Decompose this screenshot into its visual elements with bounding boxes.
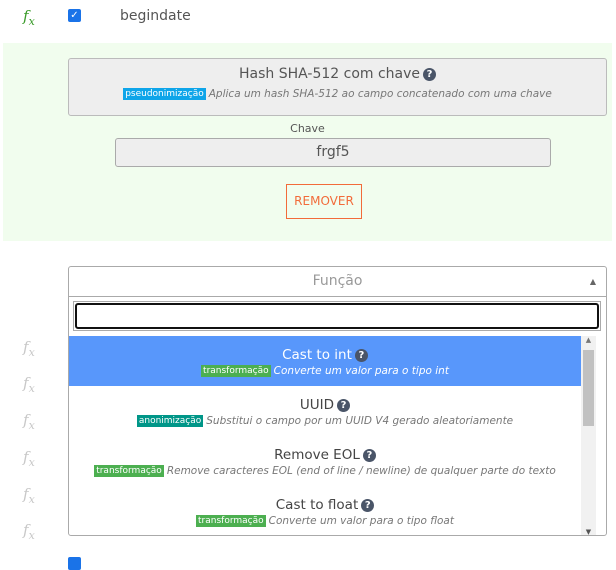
key-input[interactable]: frgf5 xyxy=(115,138,551,167)
scroll-up-icon[interactable]: ▲ xyxy=(585,336,592,344)
transform-title: Hash SHA-512 com chave xyxy=(238,66,421,82)
option-description: Remove caracteres EOL (end of line / new… xyxy=(166,465,556,477)
option-description: Converte um valor para o tipo int xyxy=(273,365,449,377)
option-title: Remove EOL xyxy=(274,447,360,463)
fx-icon[interactable]: fx xyxy=(23,521,35,542)
field-name: begindate xyxy=(120,8,191,24)
scrollbar[interactable]: ▲ ▼ xyxy=(581,336,596,536)
select-placeholder: Função xyxy=(312,273,363,289)
fx-icon[interactable]: fx xyxy=(23,7,35,28)
option-title: UUID xyxy=(299,397,335,413)
help-icon[interactable]: ? xyxy=(361,499,375,512)
scroll-down-icon[interactable]: ▼ xyxy=(585,528,592,536)
option-badge: transformação xyxy=(201,365,271,377)
option-title: Cast to int xyxy=(282,347,352,363)
remove-button[interactable]: REMOVER xyxy=(286,184,362,219)
option-badge: anonimização xyxy=(136,415,204,427)
field-checkbox[interactable]: ✓ xyxy=(68,9,81,22)
fx-icon[interactable]: fx xyxy=(23,485,35,506)
help-icon[interactable]: ? xyxy=(354,349,368,362)
option-description: Substitui o campo por um UUID V4 gerado … xyxy=(206,415,514,427)
caret-up-icon[interactable]: ▲ xyxy=(589,277,596,286)
option-description: Converte um valor para o tipo float xyxy=(268,515,454,527)
fx-icon[interactable]: fx xyxy=(23,448,35,469)
help-icon[interactable]: ? xyxy=(423,68,437,81)
fx-icon[interactable]: fx xyxy=(23,374,35,395)
next-field-checkbox[interactable] xyxy=(68,557,81,570)
key-label: Chave xyxy=(290,122,325,135)
scrollbar-thumb[interactable] xyxy=(583,350,594,426)
fx-icon[interactable]: fx xyxy=(23,411,35,432)
help-icon[interactable]: ? xyxy=(362,449,376,462)
fx-icon[interactable]: fx xyxy=(23,338,35,359)
option-badge: transformação xyxy=(94,465,164,477)
help-icon[interactable]: ? xyxy=(337,399,351,412)
option-title: Cast to float xyxy=(275,497,359,513)
search-input[interactable] xyxy=(75,303,599,329)
option-badge: transformação xyxy=(196,515,266,527)
transform-description: Aplica um hash SHA-512 ao campo concaten… xyxy=(208,88,552,100)
transform-badge: pseudonimização xyxy=(123,88,206,100)
select-header[interactable]: Função ▲ xyxy=(69,267,606,297)
